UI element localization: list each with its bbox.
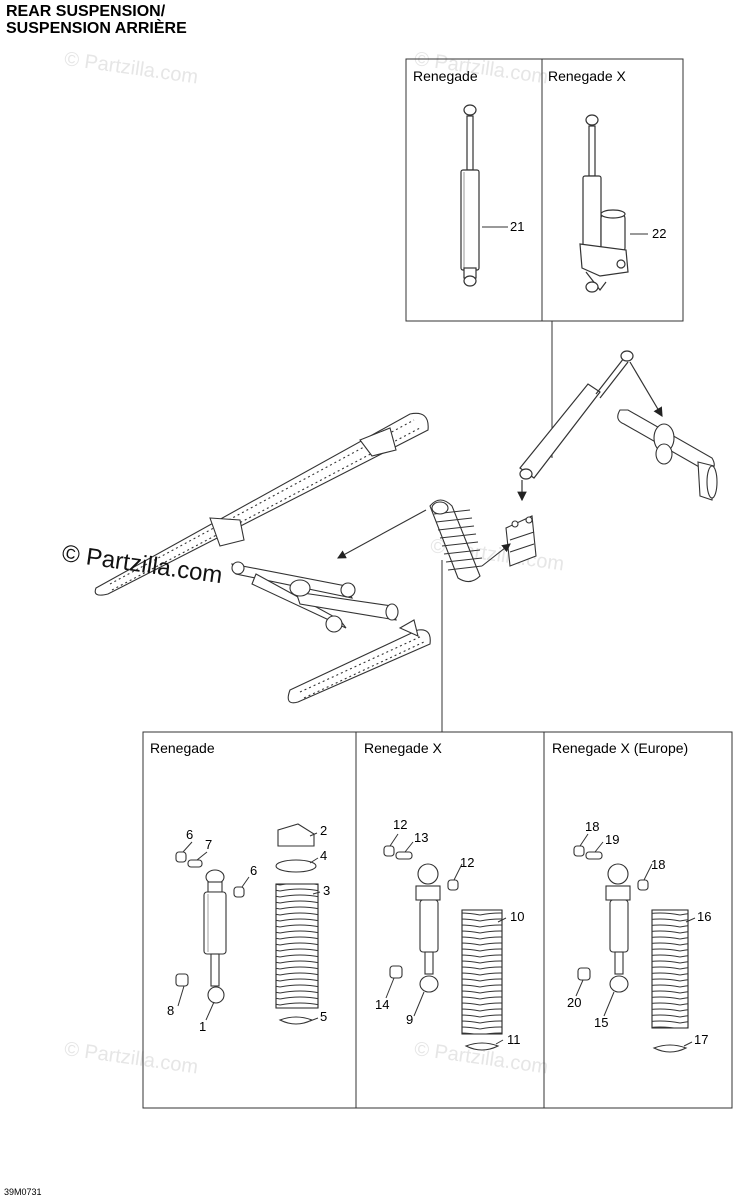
callout-11: 11 xyxy=(507,1032,521,1047)
callout-16: 16 xyxy=(697,909,712,924)
mount-bracket xyxy=(505,515,537,567)
callout-22: 22 xyxy=(652,226,667,241)
callout-18: 18 xyxy=(585,819,600,834)
cross-arm xyxy=(231,561,399,633)
callout-leaders xyxy=(177,832,696,1047)
slide-rail-lower xyxy=(287,619,431,704)
callout-4: 4 xyxy=(320,848,328,863)
renegade-x-europe-shock-body-15 xyxy=(573,845,649,993)
callout-15: 15 xyxy=(594,1015,609,1030)
gas-shock-21-drawing xyxy=(460,104,508,287)
rear-arm-fragment xyxy=(617,409,718,501)
renegade-spring-3 xyxy=(275,823,319,1025)
callout-20: 20 xyxy=(567,995,582,1010)
callout-21: 21 xyxy=(510,219,525,234)
callout-12: 12 xyxy=(393,817,408,832)
callout-6: 6 xyxy=(250,863,258,878)
callout-1: 1 xyxy=(199,1019,207,1034)
callout-10: 10 xyxy=(510,909,525,924)
renegade-x-spring-10 xyxy=(461,909,503,1051)
callout-3: 3 xyxy=(323,883,331,898)
callout-18: 18 xyxy=(651,857,666,872)
slide-rail-upper xyxy=(94,412,429,596)
callout-6: 6 xyxy=(186,827,194,842)
title-line-2: SUSPENSION ARRIÈRE xyxy=(6,20,187,37)
callout-13: 13 xyxy=(414,830,429,845)
renegade-x-europe-spring-16 xyxy=(651,909,689,1053)
callout-19: 19 xyxy=(605,832,620,847)
callout-12: 12 xyxy=(460,855,475,870)
title-line-1: REAR SUSPENSION/ xyxy=(6,3,166,20)
panel-label-renegade-x-bottom: Renegade X xyxy=(364,740,442,756)
assembly-coil-shock xyxy=(337,499,511,583)
callout-14: 14 xyxy=(375,997,390,1012)
reservoir-shock-22-drawing xyxy=(579,114,648,293)
panel-label-renegade-x-top: Renegade X xyxy=(548,68,626,84)
panel-label-renegade-bottom: Renegade xyxy=(150,740,215,756)
top-panel-frame xyxy=(405,58,684,322)
callout-2: 2 xyxy=(320,823,328,838)
callout-8: 8 xyxy=(167,1003,175,1018)
assembly-shock xyxy=(517,350,663,502)
panel-label-renegade-top: Renegade xyxy=(413,68,478,84)
panel-label-renegade-x-europe: Renegade X (Europe) xyxy=(552,740,689,756)
bottom-panel-frame xyxy=(142,731,733,1109)
callout-5: 5 xyxy=(320,1009,328,1024)
callout-17: 17 xyxy=(694,1032,709,1047)
page-title: REAR SUSPENSION/ SUSPENSION ARRIÈRE xyxy=(6,3,187,37)
callout-9: 9 xyxy=(406,1012,414,1027)
renegade-x-shock-body-9 xyxy=(383,845,459,993)
callout-7: 7 xyxy=(205,837,213,852)
renegade-shock-body-1 xyxy=(175,851,245,1004)
figure-code: 39M0731 xyxy=(4,1187,42,1197)
